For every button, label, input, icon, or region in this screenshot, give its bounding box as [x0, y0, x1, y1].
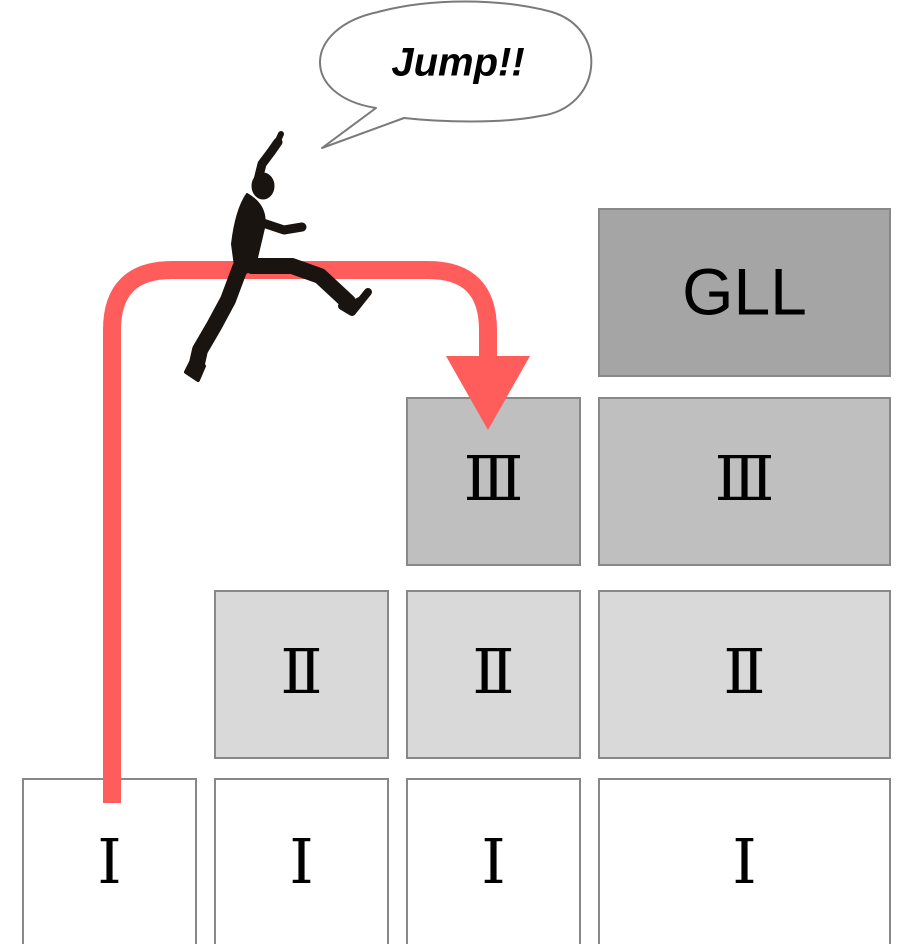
block-label: Ⅰ — [97, 825, 122, 898]
block-col2-level1: Ⅰ — [214, 778, 389, 944]
block-col1-level1: Ⅰ — [22, 778, 197, 944]
block-col3-level3: Ⅲ — [406, 397, 581, 566]
block-label: Ⅲ — [464, 442, 524, 515]
block-label: Ⅰ — [732, 825, 757, 898]
block-label: Ⅱ — [723, 635, 765, 708]
block-label: Ⅲ — [715, 442, 775, 515]
speech-bubble: Jump!! — [319, 0, 593, 149]
block-label: Ⅱ — [280, 635, 322, 708]
speech-text: Jump!! — [391, 41, 524, 85]
block-label: Ⅱ — [472, 635, 514, 708]
jumping-person-icon — [184, 131, 372, 382]
block-col4-level1: Ⅰ — [598, 778, 891, 944]
block-col2-level2: Ⅱ — [214, 590, 389, 759]
gll-label: GLL — [682, 254, 807, 328]
block-col4-level3: Ⅲ — [598, 397, 891, 566]
block-label: Ⅰ — [481, 825, 506, 898]
block-col3-level1: Ⅰ — [406, 778, 581, 944]
block-col3-level2: Ⅱ — [406, 590, 581, 759]
block-label: Ⅰ — [289, 825, 314, 898]
block-gll: GLL — [598, 208, 891, 377]
block-col4-level2: Ⅱ — [598, 590, 891, 759]
